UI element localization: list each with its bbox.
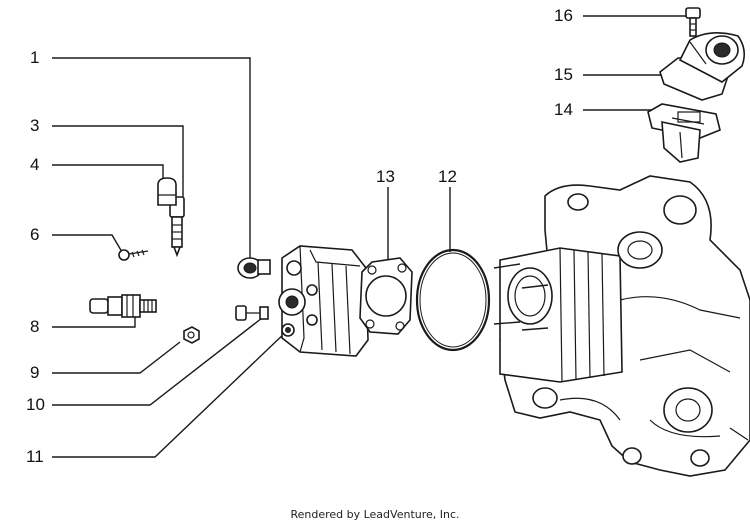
callout-6: 6 <box>30 225 40 244</box>
o-ring-part-12-icon <box>415 248 491 352</box>
callout-10: 10 <box>26 395 45 414</box>
callout-4: 4 <box>30 155 40 174</box>
callout-3: 3 <box>30 116 40 135</box>
engine-crankcase-icon <box>493 175 750 477</box>
callout-12: 12 <box>438 167 457 186</box>
leader-3 <box>52 125 184 200</box>
screw-part-6-icon <box>118 249 149 261</box>
leader-lines <box>52 15 688 458</box>
stud-part-10-icon <box>235 305 269 321</box>
leader-8 <box>52 315 136 328</box>
head-gasket-part-13-icon <box>359 257 413 335</box>
spark-plug-part-8-icon <box>89 294 157 318</box>
intake-manifold-part-15-icon <box>659 32 746 101</box>
callout-16: 16 <box>554 6 573 25</box>
leader-11 <box>52 329 289 458</box>
leader-1 <box>52 57 251 258</box>
callout-14: 14 <box>554 100 573 119</box>
leader-10 <box>52 317 263 406</box>
callout-11: 11 <box>26 447 44 466</box>
footer-credit: Rendered by LeadVenture, Inc. <box>290 508 460 521</box>
leader-9 <box>52 341 181 374</box>
reed-valve-part-14-icon <box>647 103 721 163</box>
sensor-part-1-icon <box>237 257 271 279</box>
cylinder-head-part-11-icon <box>278 245 369 357</box>
nut-part-9-icon <box>183 326 200 344</box>
callout-9: 9 <box>30 363 40 382</box>
callout-8: 8 <box>30 317 40 336</box>
callout-1: 1 <box>30 48 40 67</box>
callout-15: 15 <box>554 65 573 84</box>
leader-6 <box>52 234 123 253</box>
callout-13: 13 <box>376 167 395 186</box>
bolt-part-16-icon <box>685 7 701 37</box>
spark-plug-cap-part-4-icon <box>157 177 177 206</box>
leader-4 <box>52 164 164 185</box>
